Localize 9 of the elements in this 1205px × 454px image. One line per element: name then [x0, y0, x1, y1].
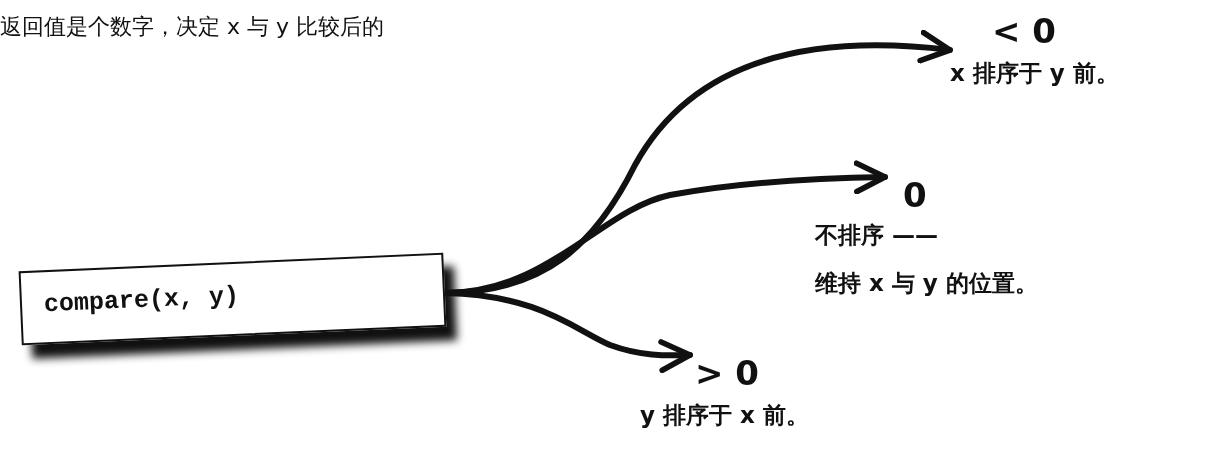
description-text: y 排序于 x 前。 — [640, 401, 809, 430]
description-text: x 排序于 y 前。 — [950, 59, 1119, 88]
code-box: compare(x, y) — [18, 252, 447, 346]
description-text: 不排序 —— — [815, 221, 938, 250]
result-value: < 0 — [992, 12, 1056, 50]
note-text: 返回值是个数字，决定 x 与 y 比较后的 — [0, 13, 384, 41]
description-text: 维持 x 与 y 的位置。 — [815, 269, 1038, 298]
result-value: > 0 — [695, 354, 759, 392]
result-value: 0 — [903, 176, 927, 214]
